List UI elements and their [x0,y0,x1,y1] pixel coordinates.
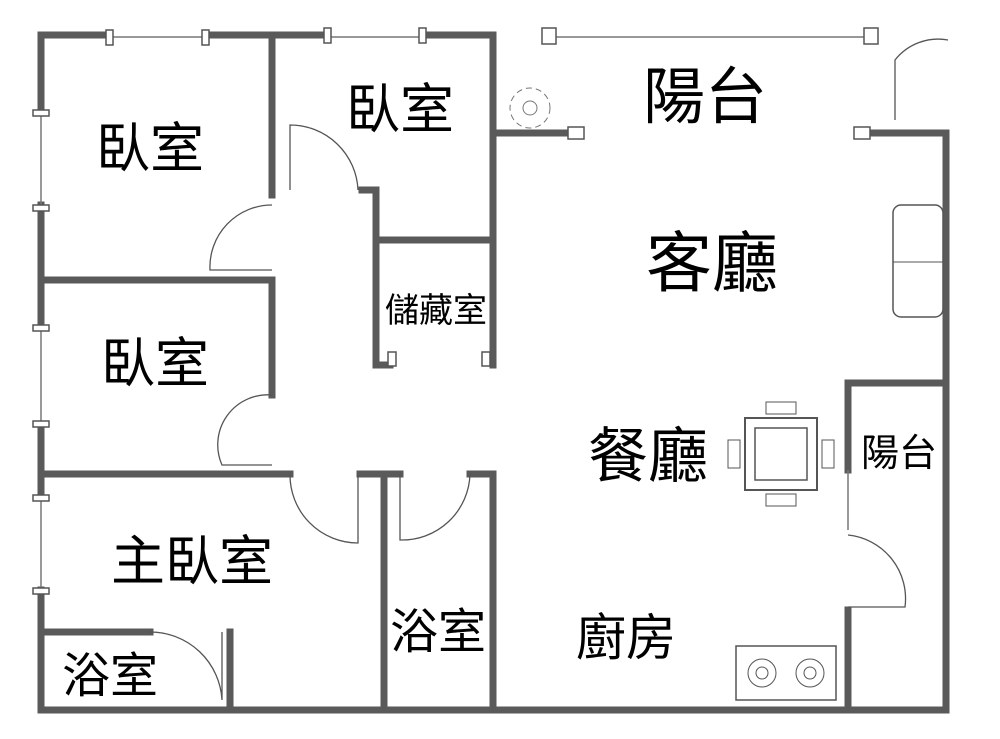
label-bedroom-1: 臥室 [96,117,204,180]
window-posts [32,27,879,595]
stove-icon [735,645,837,701]
label-balcony-main: 陽台 [643,60,767,133]
flower-decoration [509,87,551,129]
label-storage: 儲藏室 [385,291,487,331]
label-bedroom-2: 臥室 [346,78,454,141]
label-bathroom: 浴室 [390,604,486,660]
sofa-icon [892,204,944,318]
room-labels: 臥室 臥室 臥室 儲藏室 主臥室 浴室 浴室 陽台 客廳 餐廳 陽台 廚房 [62,60,937,704]
label-balcony-side: 陽台 [861,431,937,475]
dining-table-icon [727,401,835,507]
label-dining-room: 餐廳 [588,422,708,492]
label-master-bedroom: 主臥室 [111,530,273,593]
label-kitchen: 廚房 [576,609,676,667]
label-master-bath: 浴室 [62,648,158,704]
label-bedroom-3: 臥室 [101,332,209,395]
label-living-room: 客廳 [646,225,778,302]
walls [37,31,950,714]
doors [149,38,949,701]
